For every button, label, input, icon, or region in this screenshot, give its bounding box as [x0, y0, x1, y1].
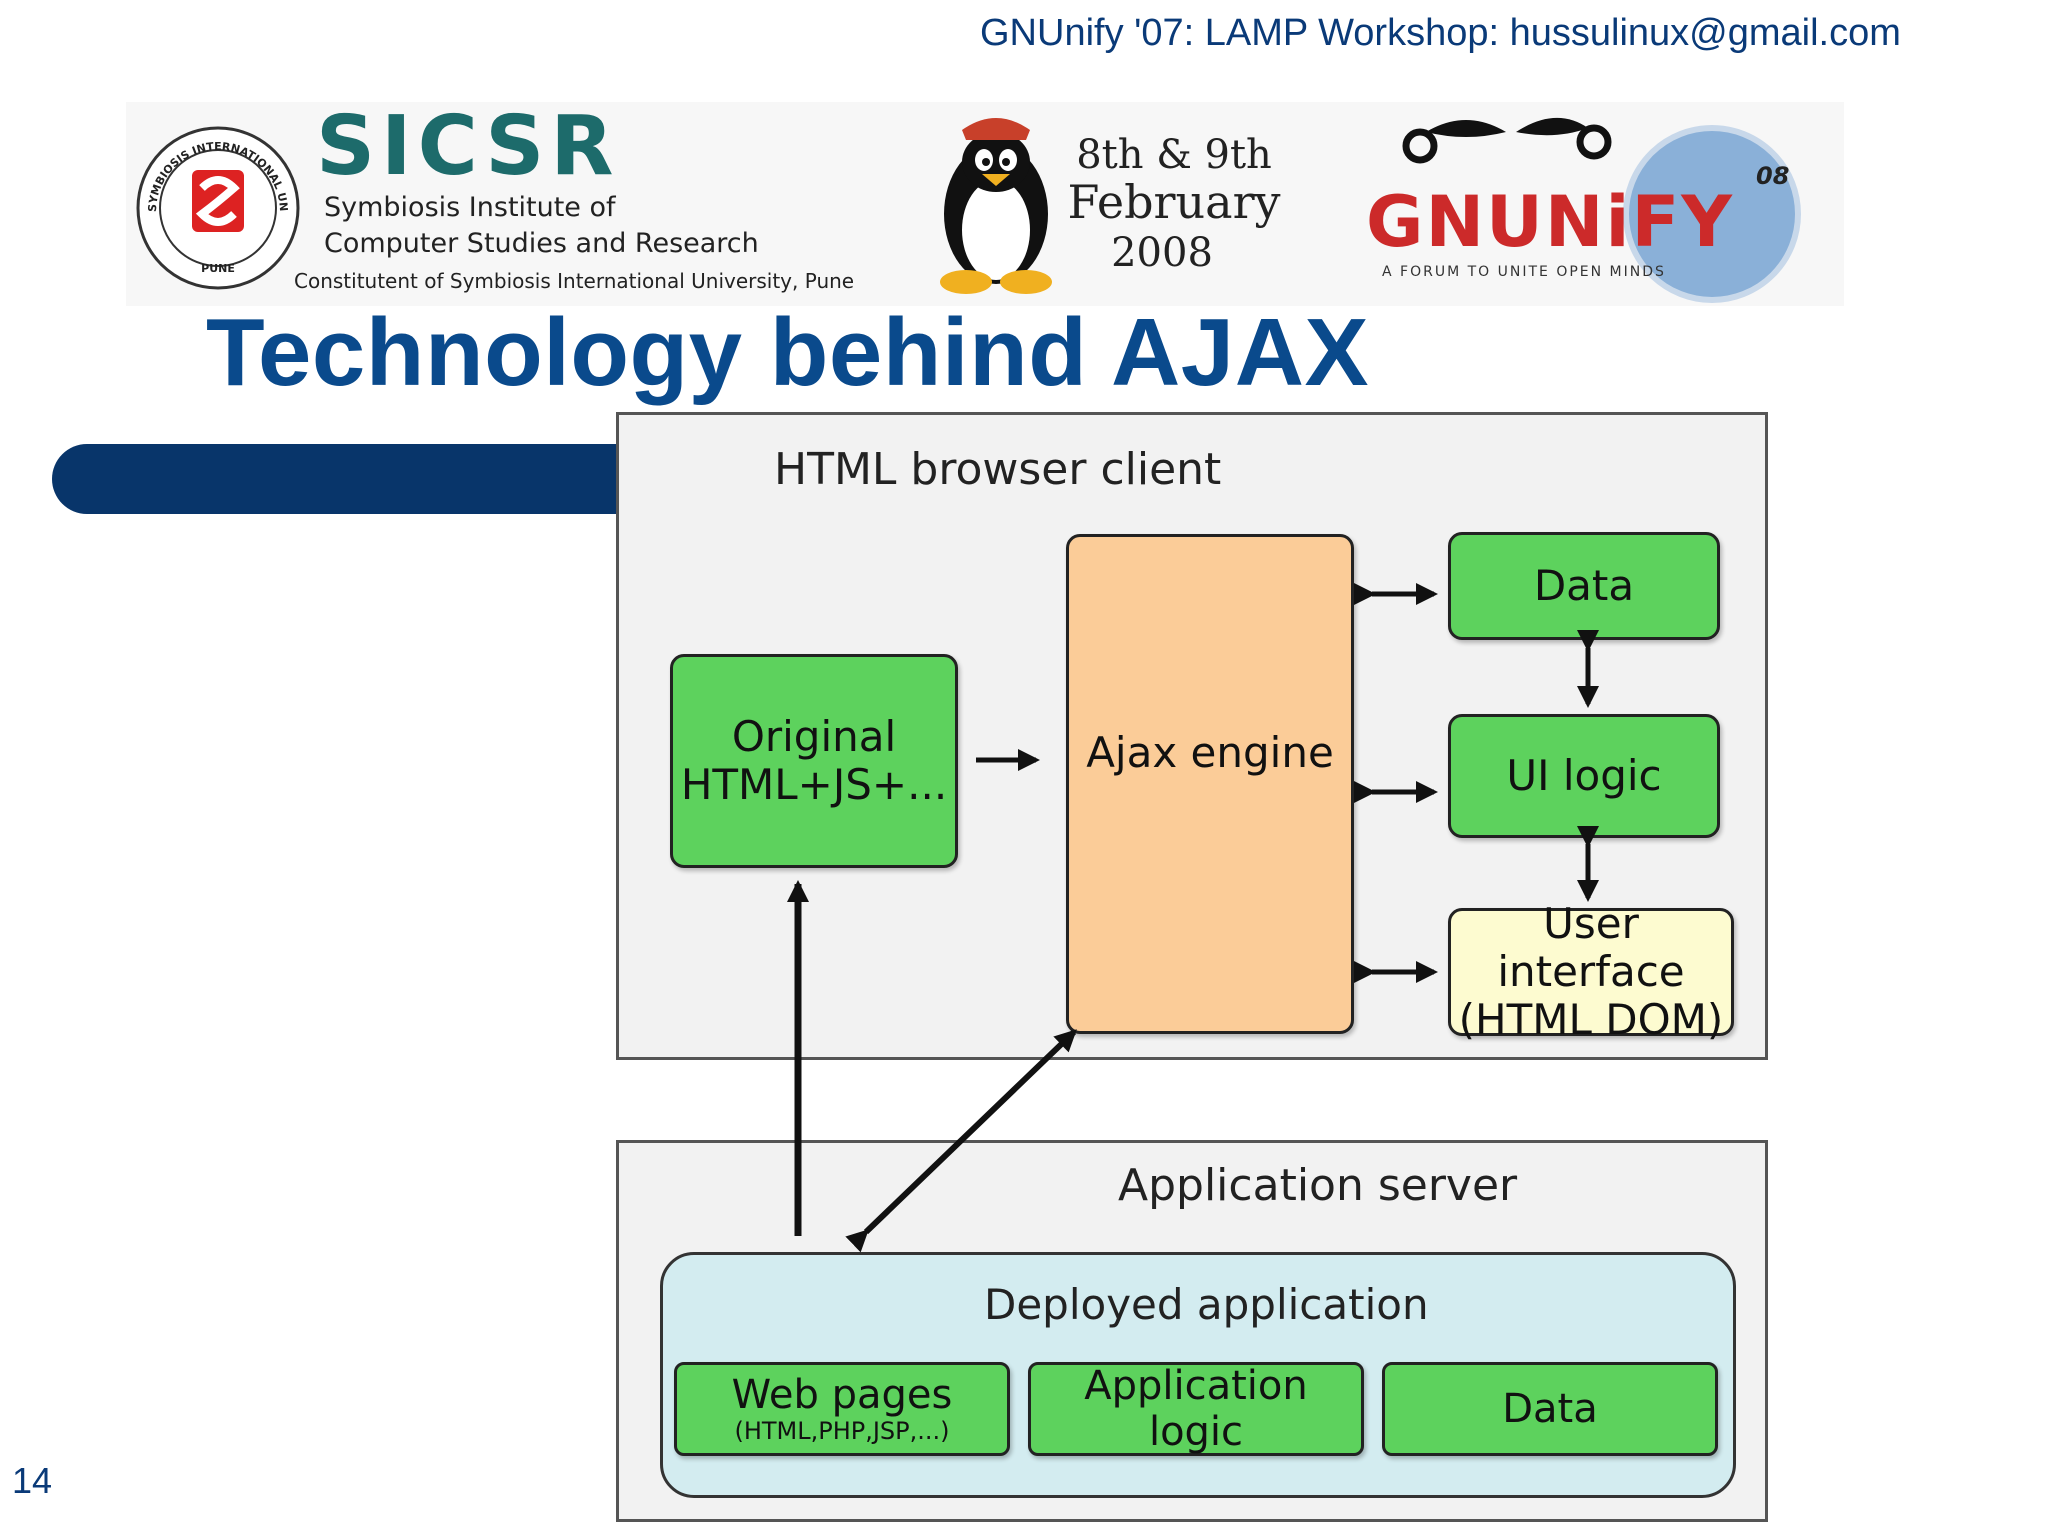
gnunify-tagline: A FORUM TO UNITE OPEN MINDS [1382, 264, 1666, 280]
server-data-label: Data [1502, 1386, 1598, 1432]
date-line1: 8th & 9th [1076, 132, 1272, 178]
data-box: Data [1448, 532, 1720, 640]
event-banner: PUNE SYMBIOSIS INTERNATIONAL UNIVERSITY … [121, 92, 1844, 306]
web-pages-line2: (HTML,PHP,JSP,...) [734, 1417, 950, 1446]
server-ajax-arrow [845, 1029, 1077, 1253]
server-panel-label: Application server [1118, 1160, 1518, 1211]
page-number: 14 [12, 1460, 53, 1501]
ui-line1: User interface [1497, 898, 1685, 996]
tux-penguin-icon [940, 118, 1052, 294]
header-text: GNUnify '07: LAMP Workshop: hussulinux@g… [980, 12, 1901, 54]
slide-title: Technology behind AJAX [206, 299, 1370, 406]
data-label: Data [1533, 560, 1635, 610]
application-logic-box: Application logic [1028, 1362, 1364, 1456]
client-panel-label: HTML browser client [774, 444, 1222, 495]
date-line2: February [1067, 175, 1280, 229]
web-pages-box: Web pages (HTML,PHP,JSP,...) [674, 1362, 1010, 1456]
banner-graphics: PUNE SYMBIOSIS INTERNATIONAL UNIVERSITY … [121, 92, 1801, 303]
sicsr-line3: Constitutent of Symbiosis International … [294, 269, 854, 293]
original-line2: HTML+JS+... [680, 760, 948, 809]
web-pages-line1: Web pages [731, 1372, 953, 1419]
deployed-label: Deployed application [984, 1280, 1429, 1329]
gnunify-logo: GNUNiFY 08 A FORUM TO UNITE OPEN MINDS [1366, 117, 1801, 303]
ajax-engine-label: Ajax engine [1086, 728, 1334, 777]
ui-logic-box: UI logic [1448, 714, 1720, 838]
sicsr-line2: Computer Studies and Research [324, 228, 759, 259]
date-line3: 2008 [1111, 230, 1213, 276]
ajax-engine-box: Ajax engine [1066, 534, 1354, 1034]
decorative-bar [52, 444, 632, 514]
original-html-box: Original HTML+JS+... [670, 654, 958, 868]
sicsr-line1: Symbiosis Institute of [324, 192, 617, 223]
application-logic-label: Application logic [1084, 1363, 1308, 1455]
gnunify-logo-text: GNUNiFY [1366, 181, 1734, 263]
sicsr-logo-text: SICSR [316, 102, 619, 194]
ui-logic-label: UI logic [1506, 750, 1662, 800]
server-data-box: Data [1382, 1362, 1718, 1456]
gnunify-year: 08 [1756, 162, 1789, 190]
seal-bottom: PUNE [201, 262, 235, 275]
ui-line2: (HTML DOM) [1458, 995, 1724, 1045]
original-line1: Original [731, 711, 897, 761]
user-interface-box: User interface (HTML DOM) [1448, 899, 1734, 1044]
